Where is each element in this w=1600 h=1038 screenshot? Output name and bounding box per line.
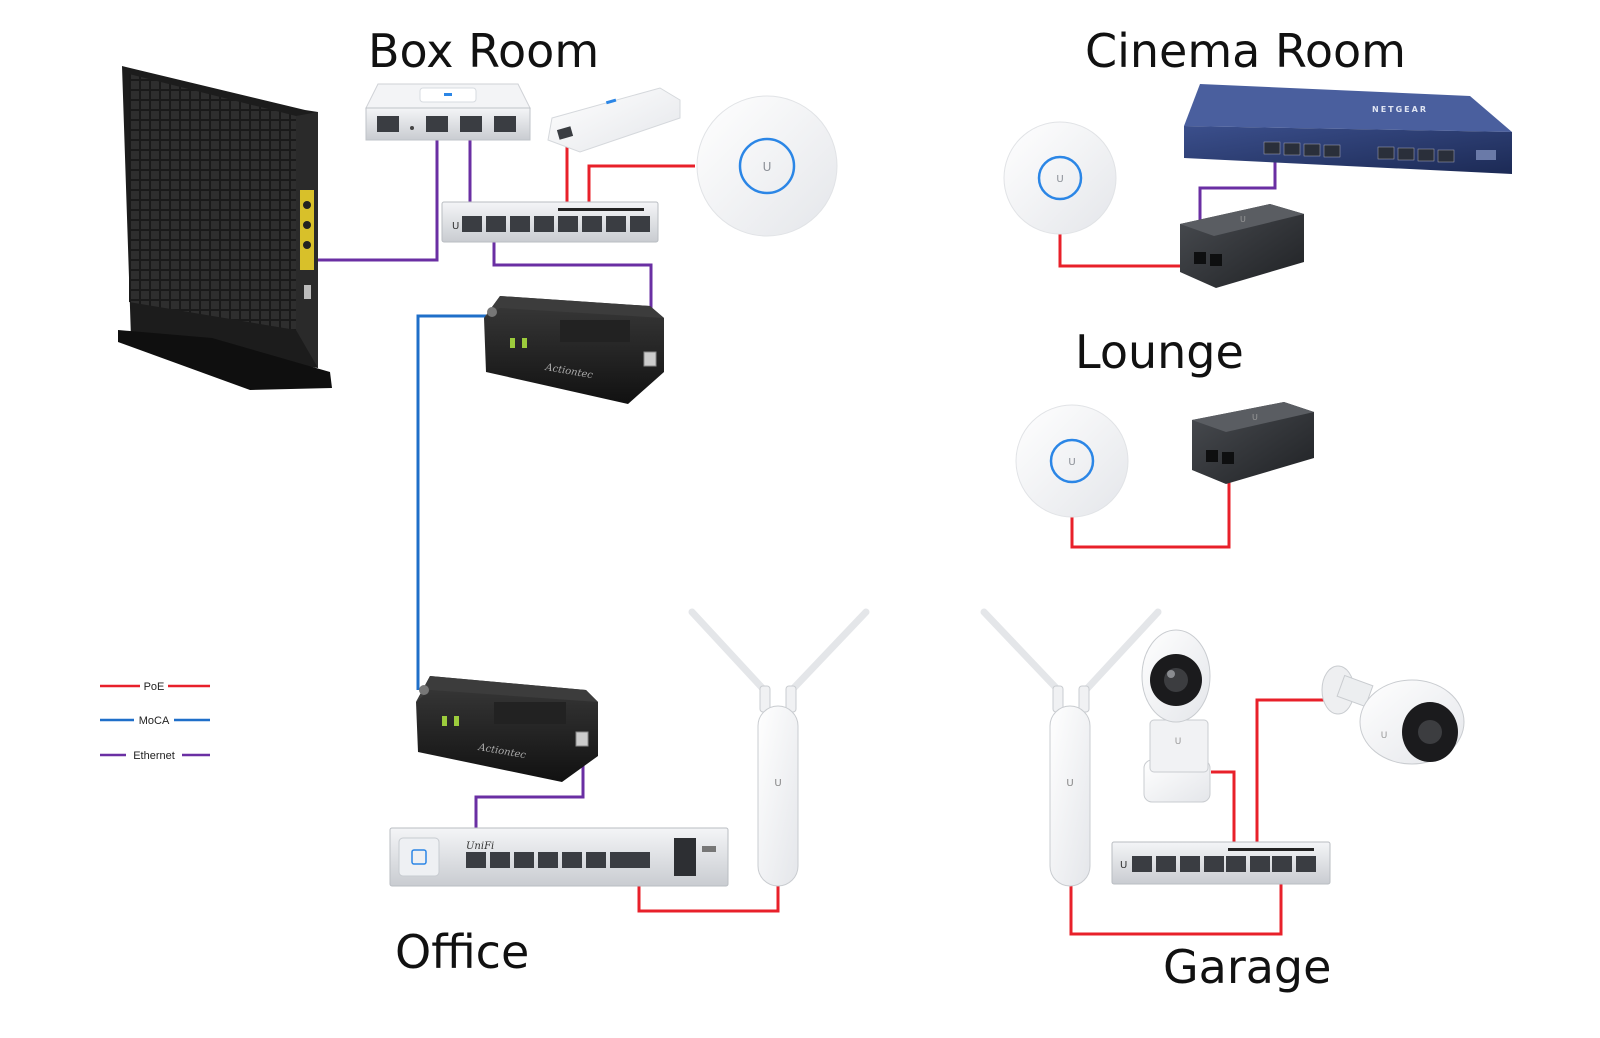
ap-led-ring bbox=[1049, 438, 1095, 484]
netgear-switch: NETGEAR bbox=[1184, 84, 1512, 174]
svg-text:U: U bbox=[1175, 737, 1182, 747]
office-switch-ports bbox=[466, 852, 650, 868]
room-label-cinema-room: Cinema Room bbox=[1085, 24, 1406, 78]
lounge-poe-injector: U bbox=[1192, 402, 1314, 484]
legend-label-moca: MoCA bbox=[139, 715, 170, 727]
svg-text:U: U bbox=[452, 221, 459, 232]
svg-text:NETGEAR: NETGEAR bbox=[1372, 105, 1428, 114]
moca-led-icon bbox=[522, 338, 527, 348]
svg-text:U: U bbox=[1381, 731, 1388, 741]
svg-text:UniFi: UniFi bbox=[466, 841, 494, 852]
ap-led-ring bbox=[738, 137, 796, 195]
legend-label-ethernet: Ethernet bbox=[133, 750, 175, 762]
security-gateway bbox=[365, 83, 531, 141]
garage-switch: U bbox=[1111, 841, 1331, 885]
router-port bbox=[377, 116, 399, 132]
garage-mesh-access-point: U bbox=[980, 608, 1162, 887]
ubiquiti-logo-icon: U bbox=[763, 160, 772, 174]
ap-led-ring bbox=[1037, 155, 1083, 201]
moca-adapter-office: Actiontec bbox=[416, 676, 598, 782]
cable-cinema-ap-poe bbox=[1058, 232, 1215, 268]
moca-led-icon bbox=[442, 716, 447, 726]
netgear-ports bbox=[1263, 141, 1455, 163]
cinema-poe-injector: U bbox=[1180, 204, 1304, 288]
modem-ports bbox=[300, 190, 314, 270]
cable-modem bbox=[118, 66, 332, 390]
ubiquiti-logo-icon: U bbox=[1056, 174, 1063, 185]
legend: PoE MoCA Ethernet bbox=[100, 680, 210, 762]
router-port bbox=[460, 116, 482, 132]
moca-adapter-box-room: Actiontec bbox=[484, 296, 664, 404]
cable-garage-mesh-poe bbox=[1069, 868, 1283, 936]
cable-garage-flex-cam-poe bbox=[1211, 770, 1236, 868]
box-room-access-point: U bbox=[696, 95, 838, 237]
router-port bbox=[426, 116, 448, 132]
moca-led-icon bbox=[510, 338, 515, 348]
garage-flex-camera: U bbox=[1141, 629, 1211, 803]
cable-garage-bullet-cam-poe bbox=[1255, 698, 1327, 868]
cable-office-mesh-poe bbox=[637, 866, 780, 913]
svg-text:U: U bbox=[1252, 413, 1258, 422]
cable-moca-coax bbox=[416, 314, 486, 690]
legend-label-poe: PoE bbox=[144, 681, 165, 693]
garage-switch-ports bbox=[1132, 856, 1316, 872]
office-switch: UniFi bbox=[389, 827, 729, 887]
lounge-access-point: U bbox=[1015, 404, 1129, 518]
room-label-office: Office bbox=[395, 925, 530, 979]
legend-item-ethernet: Ethernet bbox=[100, 749, 210, 762]
legend-item-moca: MoCA bbox=[100, 714, 210, 727]
office-mesh-access-point: U bbox=[688, 608, 870, 887]
svg-text:U: U bbox=[1120, 860, 1127, 871]
garage-bullet-camera: U bbox=[1321, 665, 1465, 765]
moca-led-icon bbox=[454, 716, 459, 726]
router-port bbox=[494, 116, 516, 132]
ubiquiti-logo-icon: U bbox=[774, 778, 781, 789]
cable-modem-to-router bbox=[312, 122, 439, 262]
cinema-access-point: U bbox=[1003, 121, 1117, 235]
room-label-box-room: Box Room bbox=[368, 24, 600, 78]
ubiquiti-logo-icon: U bbox=[1068, 457, 1075, 468]
room-label-lounge: Lounge bbox=[1075, 325, 1244, 379]
switch-ports bbox=[462, 216, 650, 232]
moca-cables bbox=[416, 314, 486, 690]
ubiquiti-logo-icon: U bbox=[1066, 778, 1073, 789]
modem-stand bbox=[118, 330, 332, 390]
svg-text:U: U bbox=[1240, 215, 1246, 224]
box-room-switch: U bbox=[441, 201, 659, 243]
room-label-garage: Garage bbox=[1163, 940, 1332, 994]
cloud-key bbox=[547, 87, 681, 153]
cable-lounge-ap-poe bbox=[1070, 462, 1231, 549]
legend-item-poe: PoE bbox=[100, 680, 210, 693]
